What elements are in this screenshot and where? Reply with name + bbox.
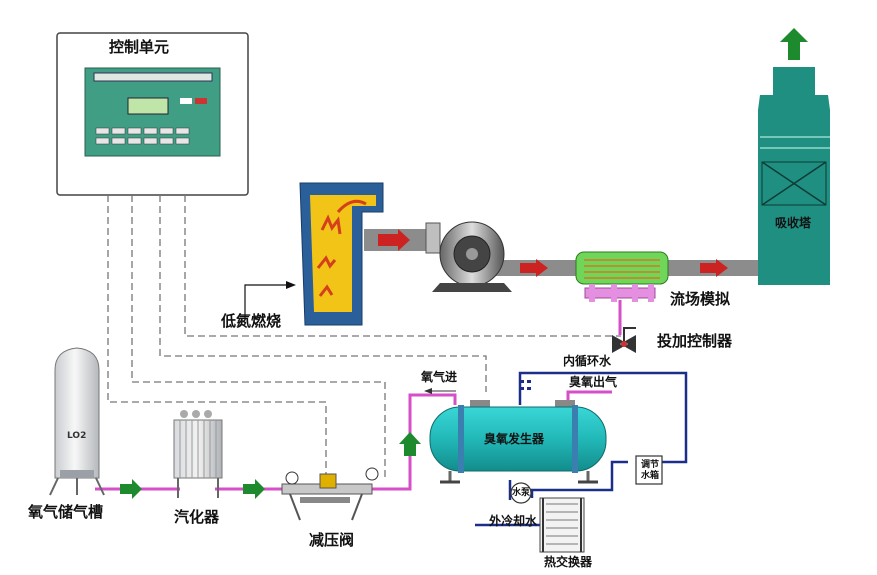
label-absorption-tower: 吸收塔 [775, 216, 812, 230]
label-internal-water: 内循环水 [563, 354, 612, 368]
control-unit [56, 32, 249, 196]
control-signal-lines [107, 195, 621, 480]
label-control-unit: 控制单元 [109, 38, 170, 56]
label-vaporizer: 汽化器 [174, 508, 220, 526]
control-keypad [95, 127, 190, 145]
label-oxygen-inlet: 氧气进 [421, 370, 458, 384]
water-pump [510, 482, 532, 504]
vaporizer [173, 410, 223, 498]
label-external-cooling: 外冷却水 [489, 514, 538, 528]
regulating-water-tank [635, 455, 663, 485]
oxygen-flow-arrows [120, 432, 421, 499]
flue-flow-arrows [378, 229, 728, 277]
label-ozone-generator: 臭氧发生器 [484, 432, 545, 446]
low-nox-burner [299, 182, 384, 326]
absorption-tower [758, 28, 830, 285]
oxygen-storage-tank [49, 347, 105, 496]
flow-field-simulator [575, 251, 669, 302]
label-dosing-controller: 投加控制器 [657, 332, 733, 350]
label-regulating-tank: 调节 水箱 [640, 460, 659, 482]
label-low-nox-burner: 低氮燃烧 [221, 312, 282, 330]
oxygen-inlet-arrow [424, 388, 456, 394]
induced-draft-fan [425, 221, 512, 292]
label-pressure-valve: 减压阀 [309, 531, 355, 549]
label-ozone-outlet: 臭氧出气 [569, 375, 618, 389]
label-water-pump: 水泵 [512, 488, 531, 498]
dosing-controller-valve [612, 327, 636, 353]
heat-exchanger [539, 497, 585, 553]
coolant-drops [520, 380, 531, 390]
burner-pointer [244, 281, 296, 318]
pressure-reducing-valve [281, 467, 379, 521]
label-heat-exchanger: 热交换器 [544, 555, 593, 569]
label-flow-simulation: 流场模拟 [670, 290, 731, 308]
tank-marking: LO2 [67, 431, 87, 441]
label-oxygen-tank: 氧气储气槽 [28, 503, 104, 521]
water-circuits [475, 371, 688, 527]
ozone-generator [429, 400, 607, 484]
